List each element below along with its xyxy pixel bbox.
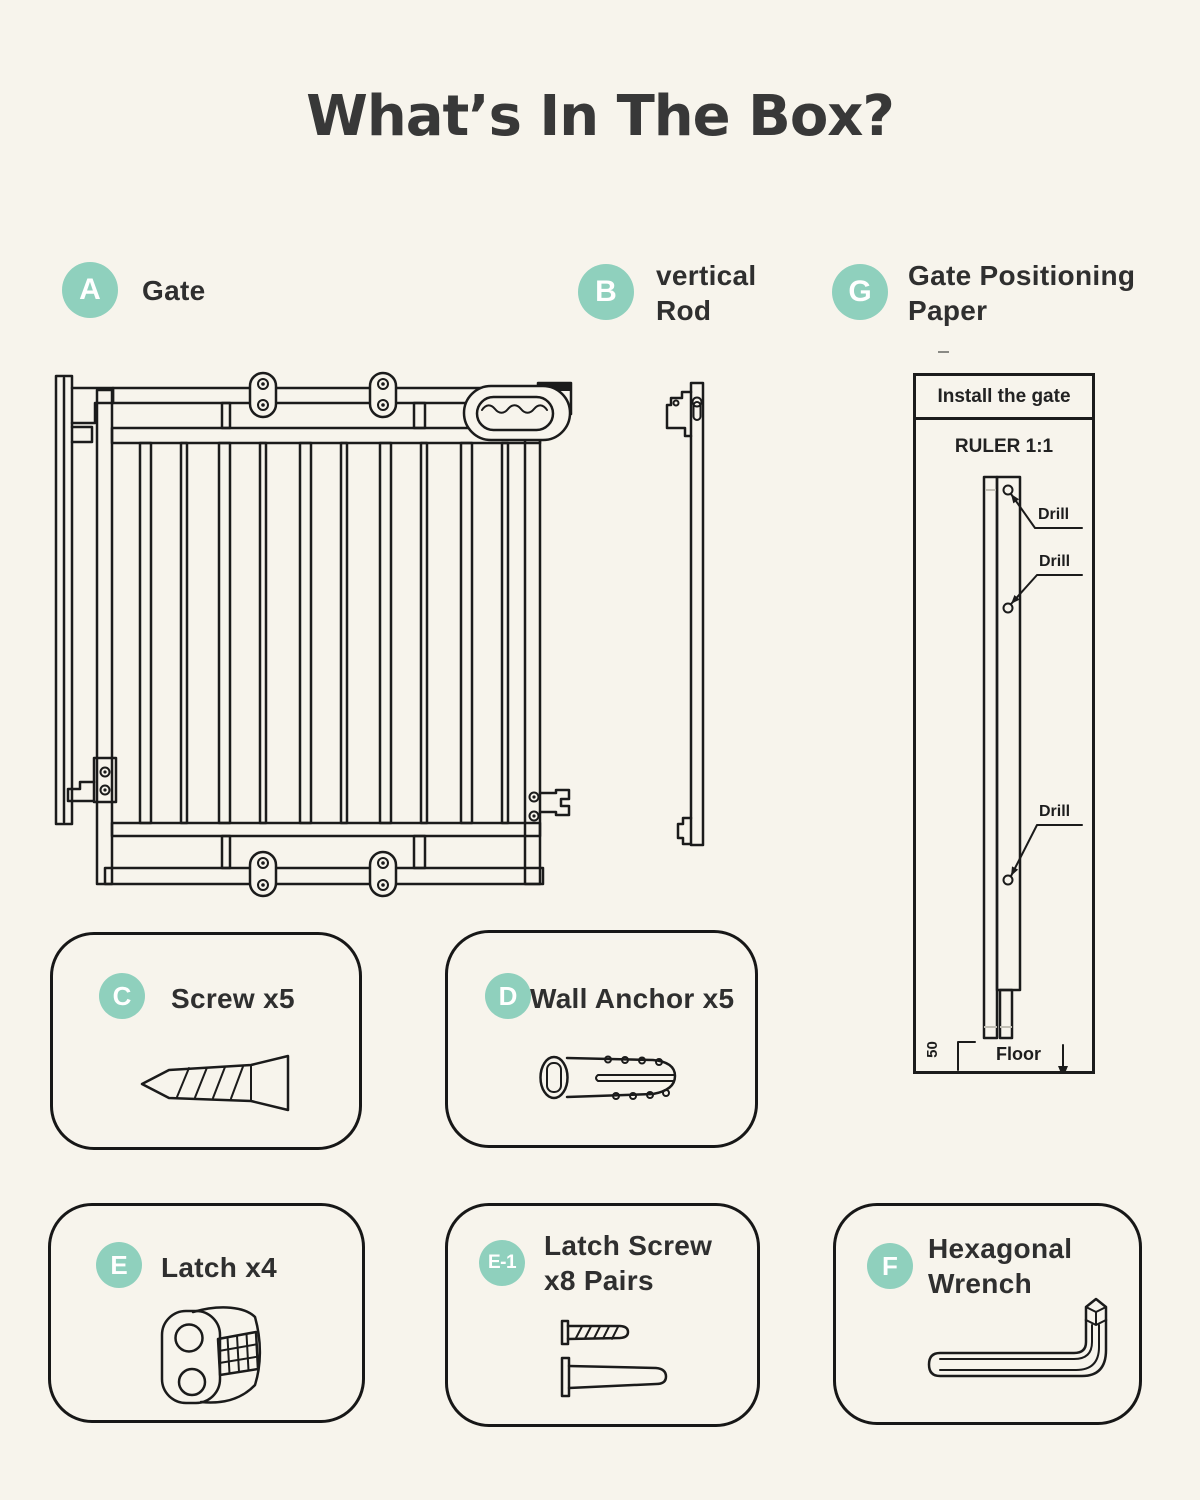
parts-box-hex-wrench: F Hexagonal Wrench [833, 1203, 1142, 1425]
screw-illustration [140, 1054, 290, 1112]
label-latch-screw: Latch Screw x8 Pairs [544, 1228, 712, 1298]
legend-label-gate: Gate [142, 275, 206, 306]
drill-label-2: Drill [1039, 553, 1071, 570]
parts-box-wall-anchor: D Wall Anchor x5 [445, 930, 758, 1148]
label-hex-wrench-line2: Wrench [928, 1268, 1032, 1299]
dash-mark [938, 351, 949, 353]
badge-a-letter: A [79, 273, 101, 306]
label-latch-screw-line2: x8 Pairs [544, 1265, 654, 1296]
offset-label: 50 [923, 1041, 941, 1058]
floor-label: Floor [996, 1044, 1041, 1064]
badge-e-letter: E [110, 1249, 128, 1280]
legend-label-vertical-rod-line2: Rod [656, 295, 712, 326]
positioning-paper-panel: Install the gate RULER 1:1 Drill Drill D… [913, 373, 1095, 1074]
badge-a: A [62, 262, 118, 318]
parts-box-latch-screw: E-1 Latch Screw x8 Pairs [445, 1203, 760, 1427]
badge-g: G [832, 264, 888, 320]
hex-wrench-illustration [927, 1297, 1108, 1378]
vertical-rod-illustration [665, 381, 705, 847]
badge-f: F [867, 1243, 913, 1289]
gate-illustration [54, 371, 573, 898]
label-screw: Screw x5 [171, 983, 295, 1014]
badge-g-letter: G [848, 275, 872, 308]
ruler-label: RULER 1:1 [954, 436, 1054, 457]
latch-illustration [160, 1306, 262, 1405]
label-latch-screw-line1: Latch Screw [544, 1230, 713, 1261]
label-wall-anchor: Wall Anchor x5 [530, 983, 735, 1014]
page-title: What’s In The Box? [306, 84, 895, 149]
badge-f-letter: F [882, 1250, 898, 1281]
legend-label-positioning-paper: Gate Positioning Paper [908, 258, 1135, 328]
paper-header-text: Install the gate [937, 385, 1071, 407]
badge-d: D [485, 973, 531, 1019]
drill-label-3: Drill [1039, 803, 1071, 820]
paper-diagram [957, 475, 1083, 1071]
label-hex-wrench: Hexagonal Wrench [928, 1231, 1072, 1301]
legend-label-vertical-rod-line1: vertical [656, 260, 757, 291]
badge-e: E [96, 1242, 142, 1288]
badge-c-letter: C [112, 980, 132, 1011]
drill-label-1: Drill [1038, 506, 1070, 523]
badge-b: B [578, 264, 634, 320]
badge-d-letter: D [498, 980, 518, 1011]
badge-b-letter: B [595, 275, 617, 308]
badge-e1-letter: E-1 [487, 1252, 517, 1273]
label-latch: Latch x4 [161, 1252, 277, 1283]
latch-screws-illustration [560, 1319, 668, 1398]
wall-anchor-illustration [539, 1055, 677, 1100]
legend-label-vertical-rod: vertical Rod [656, 258, 756, 328]
badge-c: C [99, 973, 145, 1019]
legend-label-positioning-paper-line1: Gate Positioning [908, 260, 1136, 291]
paper-header: Install the gate [916, 376, 1092, 420]
parts-box-screw: C Screw x5 [50, 932, 362, 1150]
badge-e1: E-1 [479, 1240, 525, 1286]
parts-box-latch: E Latch x4 [48, 1203, 365, 1423]
label-hex-wrench-line1: Hexagonal [928, 1233, 1073, 1264]
legend-label-positioning-paper-line2: Paper [908, 295, 988, 326]
